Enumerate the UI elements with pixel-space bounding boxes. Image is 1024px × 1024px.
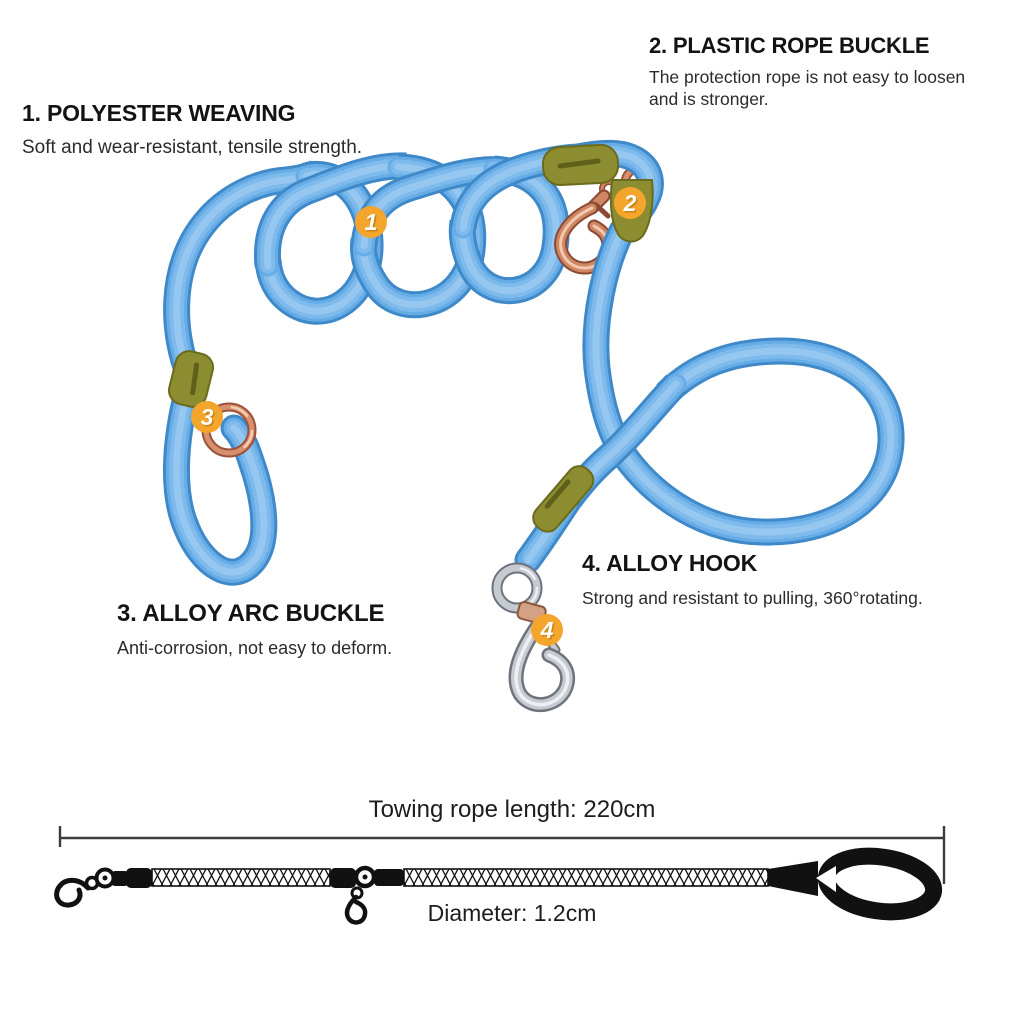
svg-text:4: 4	[540, 617, 554, 643]
annotation-2-desc-line1: The protection rope is not easy to loose…	[649, 67, 966, 87]
annotation-1: 1. POLYESTER WEAVING Soft and wear-resis…	[22, 100, 362, 159]
annotation-2: 2. PLASTIC ROPE BUCKLE The protection ro…	[649, 33, 965, 110]
svg-text:3: 3	[202, 406, 215, 432]
annotation-1-title: 1. POLYESTER WEAVING	[22, 100, 296, 126]
svg-text:2: 2	[623, 190, 637, 216]
rope-sleeve	[532, 465, 595, 533]
rope-coils	[177, 157, 578, 380]
svg-text:3: 3	[201, 404, 214, 430]
annotation-4: 4. ALLOY HOOK Strong and resistant to pu…	[582, 550, 923, 609]
svg-text:2: 2	[624, 192, 638, 218]
rope-length-label: Towing rope length: 220cm	[368, 796, 656, 823]
annotation-2-desc-line2: and is stronger.	[649, 89, 769, 109]
handle-sketch	[816, 847, 943, 921]
rope-diameter-label: Diameter: 1.2cm	[427, 900, 597, 926]
alloy-hook-bottom	[491, 562, 576, 712]
annotation-4-title: 4. ALLOY HOOK	[582, 550, 758, 576]
annotation-4-desc: Strong and resistant to pulling, 360°rot…	[582, 588, 923, 608]
svg-text:1: 1	[366, 211, 379, 237]
annotation-1-desc: Soft and wear-resistant, tensile strengt…	[22, 137, 363, 158]
badge-4: 4 4	[531, 614, 563, 646]
svg-text:4: 4	[541, 619, 555, 645]
annotation-2-title: 2. PLASTIC ROPE BUCKLE	[649, 33, 930, 58]
annotation-3: 3. ALLOY ARC BUCKLE Anti-corrosion, not …	[117, 600, 392, 659]
badge-2: 2 2	[614, 187, 646, 219]
svg-text:1: 1	[365, 209, 378, 235]
badge-1: 1 1	[355, 206, 387, 238]
dimension-line	[58, 826, 946, 884]
annotation-3-title: 3. ALLOY ARC BUCKLE	[117, 600, 385, 627]
badge-3: 3 3	[191, 401, 223, 433]
annotation-3-desc: Anti-corrosion, not easy to deform.	[117, 638, 393, 658]
rope-sketch	[54, 847, 943, 925]
